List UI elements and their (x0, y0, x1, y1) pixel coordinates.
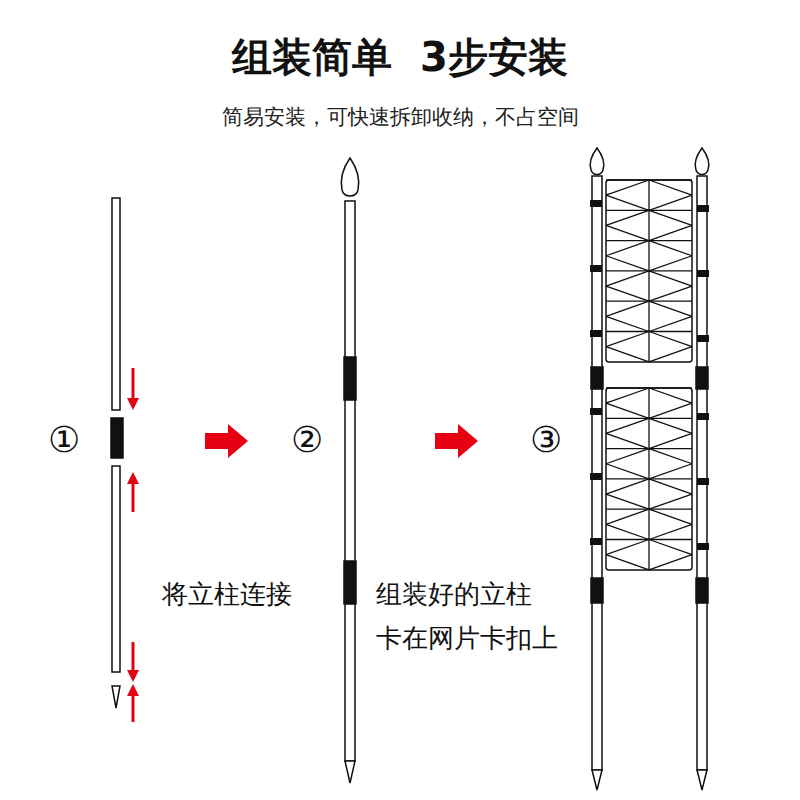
lattice-stroke (649, 225, 692, 240)
lattice-stroke (649, 509, 692, 524)
lattice-stroke (606, 524, 649, 539)
clip (697, 205, 709, 212)
lattice-stroke (649, 449, 692, 464)
lattice-stroke (649, 388, 692, 403)
lattice-stroke (606, 479, 649, 494)
lattice-stroke (606, 195, 649, 210)
step-number: ② (291, 419, 323, 460)
clip (697, 478, 709, 485)
clip (590, 408, 602, 415)
step-caption: 将立柱连接 (162, 572, 292, 616)
lattice-stroke (606, 509, 649, 524)
lattice-stroke (606, 449, 649, 464)
clip (590, 265, 602, 272)
pole-parts (111, 198, 123, 708)
lattice-stroke (606, 347, 649, 362)
clip (590, 200, 602, 207)
lattice-stroke (649, 524, 692, 539)
lattice-stroke (606, 433, 649, 448)
lattice-stroke (649, 464, 692, 479)
step-caption: 组装好的立柱 卡在网片卡扣上 (376, 572, 581, 660)
trellis (590, 148, 709, 790)
lattice-stroke (649, 555, 692, 570)
lattice-stroke (649, 479, 692, 494)
title: 组装简单 3步安装 (0, 30, 800, 85)
red-small-arrows (132, 368, 135, 722)
lattice-stroke (606, 388, 649, 403)
step-number: ③ (530, 419, 562, 460)
subtitle: 简易安装，可快速拆卸收纳，不占空间 (0, 103, 800, 131)
lattice-stroke (606, 286, 649, 301)
lattice-stroke (649, 332, 692, 347)
lattice-stroke (649, 210, 692, 225)
lattice-stroke (606, 555, 649, 570)
clip (697, 335, 709, 342)
net-clips (590, 200, 709, 550)
lattice-stroke (606, 464, 649, 479)
lattice-stroke (649, 256, 692, 271)
clip (590, 473, 602, 480)
lattice-stroke (649, 316, 692, 331)
lattice-stroke (649, 286, 692, 301)
lattice-stroke (649, 180, 692, 195)
lattice-stroke (649, 271, 692, 286)
step-number: ① (48, 419, 80, 460)
lattice-stroke (649, 494, 692, 509)
lattice-stroke (606, 418, 649, 433)
lattice-stroke (606, 180, 649, 195)
clip (590, 538, 602, 545)
lattice-stroke (606, 316, 649, 331)
lattice-stroke (649, 433, 692, 448)
lattice-stroke (606, 494, 649, 509)
lattice-stroke (606, 403, 649, 418)
clip (697, 413, 709, 420)
lattice-stroke (649, 540, 692, 555)
clip (697, 270, 709, 277)
lattice-stroke (606, 271, 649, 286)
lattice-stroke (606, 225, 649, 240)
net-lattice (606, 180, 692, 570)
lattice-stroke (606, 540, 649, 555)
lattice-stroke (606, 256, 649, 271)
lattice-stroke (649, 241, 692, 256)
lattice-stroke (649, 347, 692, 362)
clip (590, 330, 602, 337)
lattice-stroke (649, 301, 692, 316)
lattice-stroke (649, 418, 692, 433)
lattice-stroke (649, 195, 692, 210)
lattice-stroke (606, 241, 649, 256)
step-arrows (205, 424, 478, 458)
assembled-pole (341, 158, 358, 783)
lattice-stroke (649, 403, 692, 418)
lattice-stroke (606, 210, 649, 225)
lattice-stroke (606, 332, 649, 347)
lattice-stroke (606, 301, 649, 316)
clip (697, 543, 709, 550)
